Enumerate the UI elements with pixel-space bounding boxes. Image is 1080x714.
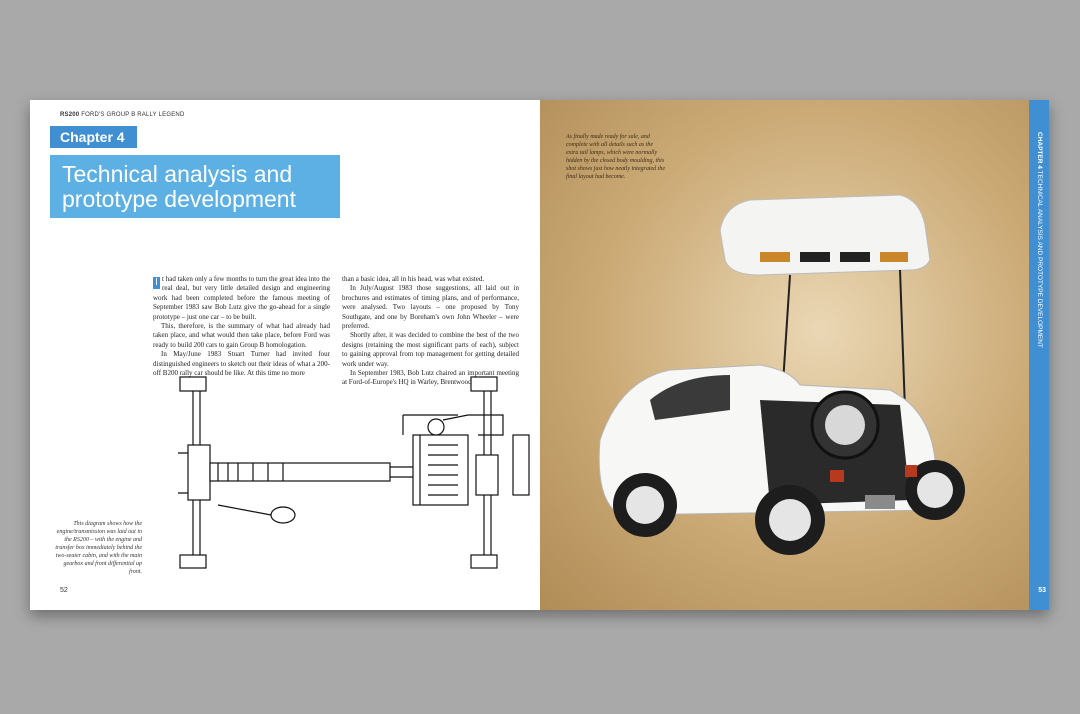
drop-cap: I bbox=[153, 277, 160, 289]
book-spread: RS200 FORD'S GROUP B RALLY LEGEND Chapte… bbox=[30, 100, 1049, 610]
paragraph: In September 1983, Bob Lutz chaired an i… bbox=[342, 369, 519, 387]
sidebar-text: CHAPTER 4 TECHNICAL ANALYSIS AND PROTOTY… bbox=[1029, 100, 1049, 432]
right-page: As finally made ready for sale, and comp… bbox=[540, 100, 1049, 610]
photo-caption: As finally made ready for sale, and comp… bbox=[566, 134, 665, 180]
chapter-label: Chapter 4 bbox=[50, 126, 137, 148]
sidebar-chapter: CHAPTER 4 bbox=[1036, 132, 1043, 169]
running-head: RS200 FORD'S GROUP B RALLY LEGEND bbox=[60, 112, 184, 118]
paragraph-text: t had taken only a few months to turn th… bbox=[153, 275, 330, 321]
paragraph: Shortly after, it was decided to combine… bbox=[342, 331, 519, 368]
drivetrain-diagram bbox=[178, 376, 530, 569]
paragraph: In July/August 1983 those suggestions, a… bbox=[342, 284, 519, 331]
title-line-2: prototype development bbox=[62, 186, 296, 212]
left-page: RS200 FORD'S GROUP B RALLY LEGEND Chapte… bbox=[30, 100, 540, 610]
paragraph: This, therefore, is the summary of what … bbox=[153, 322, 330, 349]
running-head-rest: FORD'S GROUP B RALLY LEGEND bbox=[81, 112, 185, 118]
rs200-car-photo bbox=[598, 194, 965, 555]
running-head-bold: RS200 bbox=[60, 112, 80, 118]
page-number: 53 bbox=[1038, 587, 1046, 594]
paragraph: than a basic idea, all in his head, was … bbox=[342, 275, 485, 283]
title-block: Technical analysis and prototype develop… bbox=[50, 155, 340, 218]
diagram-caption: This diagram shows how the engine/transm… bbox=[55, 521, 142, 575]
paragraph: In May/June 1983 Stuart Turner had invit… bbox=[153, 350, 330, 378]
sidebar-title: TECHNICAL ANALYSIS AND PROTOTYPE DEVELOP… bbox=[1036, 170, 1043, 348]
chapter-sidebar: CHAPTER 4 TECHNICAL ANALYSIS AND PROTOTY… bbox=[1029, 100, 1049, 610]
page-title: Technical analysis and prototype develop… bbox=[62, 162, 332, 212]
page-number: 52 bbox=[60, 587, 68, 594]
title-line-1: Technical analysis and bbox=[62, 161, 293, 187]
text-column-2: than a basic idea, all in his head, was … bbox=[342, 275, 519, 386]
